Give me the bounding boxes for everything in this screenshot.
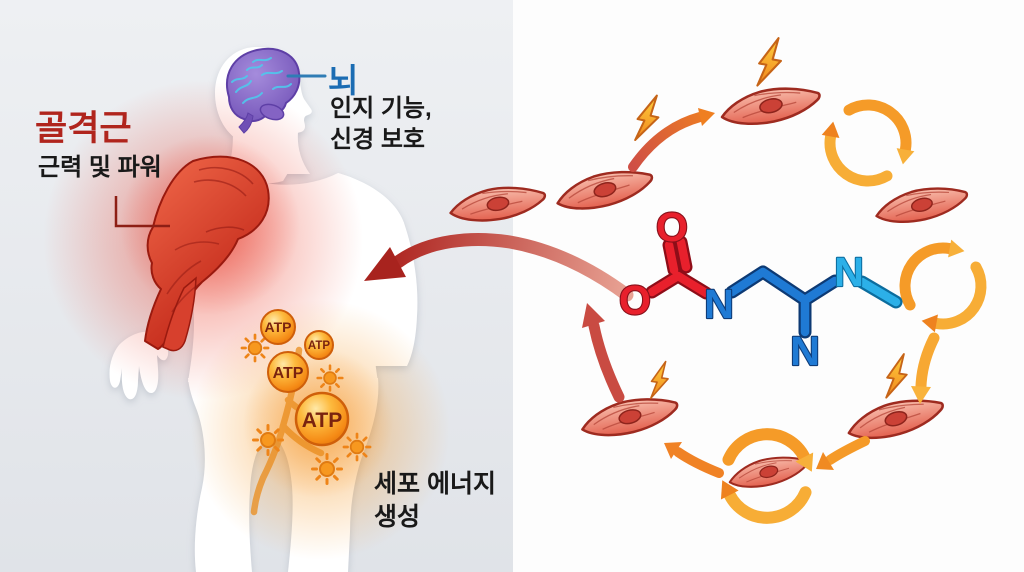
atp-label: ATP <box>302 409 342 432</box>
atp-molecule-icon: ATP <box>260 309 296 345</box>
atp-molecule-icon: ATP <box>304 330 334 360</box>
atom-nitrogen-center: N <box>704 281 734 327</box>
flow-arrow-up-left <box>664 442 724 478</box>
atp-molecule-icon: ATP <box>267 351 309 393</box>
brain-title: 뇌 <box>328 62 359 99</box>
energy-spark-icon <box>240 333 270 363</box>
energy-spark-icon <box>252 424 284 456</box>
cell-energy-label: 세포 에너지 생성 <box>374 468 496 534</box>
atp-label: ATP <box>265 319 292 335</box>
skeletal-muscle-subtitle: 근력 및 파워 <box>38 154 162 181</box>
atp-label: ATP <box>308 340 330 352</box>
atom-oxygen-top: O <box>656 204 688 250</box>
skeletal-muscle-title: 골격근 <box>35 109 132 148</box>
energy-spark-icon <box>311 453 343 485</box>
brain-description-line2: 신경 보호 <box>330 126 425 153</box>
brain-icon <box>226 47 301 134</box>
atom-nitrogen-right: N <box>834 249 864 295</box>
flow-arrow-red-up <box>582 303 625 403</box>
energy-spark-icon <box>316 364 344 392</box>
atom-nitrogen-bottom: N <box>790 328 820 374</box>
cell-energy-line2: 생성 <box>374 503 421 531</box>
brain-description-line1: 인지 기능, <box>330 95 432 122</box>
muscle-arm <box>144 155 270 352</box>
atp-molecule-icon: ATP <box>294 391 350 447</box>
brain-description: 인지 기능, 신경 보호 <box>330 93 432 155</box>
muscle-callout-line <box>114 196 170 228</box>
flow-arrow-up-right <box>628 108 715 172</box>
cell-energy-line1: 세포 에너지 <box>374 470 496 498</box>
atp-label: ATP <box>273 365 304 382</box>
creatine-molecule: O O N N N <box>618 203 903 375</box>
flow-arrow-down-left <box>816 436 870 470</box>
right-panel-bg <box>513 0 1024 572</box>
atom-oxygen-left: O <box>619 277 651 323</box>
energy-spark-icon <box>342 432 372 462</box>
muscle-delivery-arrow <box>364 232 634 302</box>
flow-arrow-down <box>911 332 940 404</box>
